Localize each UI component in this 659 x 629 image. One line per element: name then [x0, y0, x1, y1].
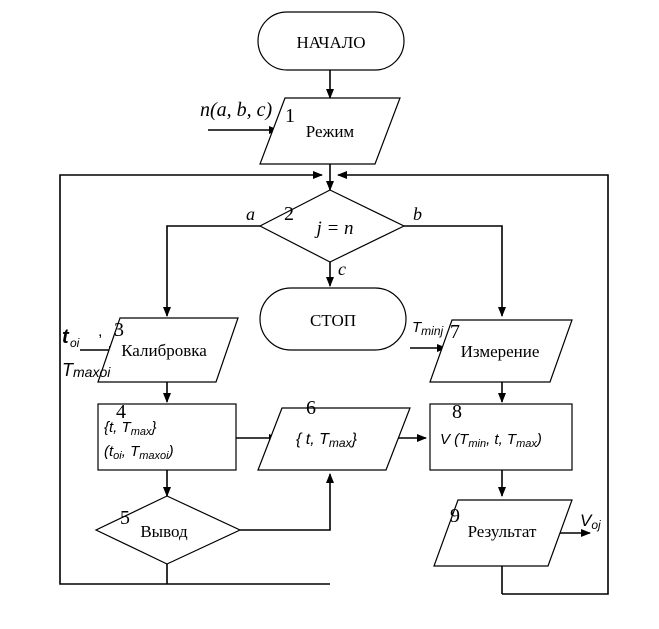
process-8-sub2: max	[516, 438, 537, 450]
process-4-line2-sub2: maxoi	[139, 450, 169, 462]
process-4-line1-b: }	[149, 419, 156, 436]
calib-input-T: T	[62, 360, 75, 380]
calibration-label: Калибровка	[121, 341, 207, 360]
process-8-number: 8	[452, 401, 462, 423]
measurement-input-block: 7 Измерение	[429, 319, 573, 383]
loop-left-return	[59, 171, 330, 585]
process-4-line2-sub1: oi	[113, 450, 122, 462]
mode-label: Режим	[306, 122, 355, 141]
decision-number: 2	[284, 203, 294, 225]
result-output-block: 9 Результат	[433, 499, 573, 567]
decision-label: j = n	[313, 218, 353, 239]
mode-number: 1	[285, 105, 295, 127]
calib-input-sep: ,	[98, 323, 102, 340]
branch-a-label: a	[246, 204, 255, 224]
process-8-b: , t, T	[486, 431, 518, 448]
result-label: Результат	[468, 522, 537, 541]
measurement-number: 7	[450, 321, 460, 343]
process-4-number: 4	[116, 401, 126, 423]
arrow-branch-b	[404, 225, 506, 317]
process-8-sub1: min	[468, 438, 486, 450]
output-6-number: 6	[306, 397, 316, 419]
meas-input-T: T	[412, 319, 423, 336]
process-8-label: V (Tmin, t, Tmax)	[440, 431, 542, 450]
process-4-line2-c: )	[167, 443, 174, 460]
meas-input-label: Tminj	[412, 319, 444, 338]
process-8-block: 8 V (Tmin, t, Tmax)	[429, 401, 573, 471]
arrow-output5-to-out6	[240, 473, 334, 531]
decision-block: 2 j = n	[258, 189, 406, 263]
process-4-line1-a: {t, T	[104, 419, 133, 436]
connectors	[59, 70, 609, 595]
output-6-label: { t, Tmax}	[296, 431, 358, 450]
process-4-block: 4 {t, Tmax} (toi, Tmaxoi)	[97, 401, 237, 471]
calibration-number: 3	[114, 319, 124, 341]
calib-input-t: t	[62, 326, 70, 348]
output-6-block: 6 { t, Tmax}	[257, 397, 411, 471]
process-4-line2: (toi, Tmaxoi)	[104, 443, 174, 462]
output-5-block: 5 Вывод	[94, 495, 242, 565]
process-8-c: )	[535, 431, 542, 448]
calibration-input-block: 3 Калибровка	[97, 317, 239, 383]
meas-input-sub: minj	[421, 324, 443, 338]
stop-label: СТОП	[310, 311, 356, 330]
result-number: 9	[450, 505, 460, 527]
loop-right-return	[337, 171, 609, 595]
arrow-branch-a	[163, 225, 260, 317]
mode-input-label: n(a, b, c)	[200, 99, 273, 121]
process-8-a: V (T	[440, 431, 470, 448]
process-4-line2-a: (t	[104, 443, 114, 460]
start-label: НАЧАЛО	[296, 33, 365, 52]
start-terminator: НАЧАЛО	[257, 11, 405, 71]
mode-input-block: 1 Режим	[259, 97, 401, 165]
calib-input-T-sub: maxoi	[73, 364, 111, 380]
stop-terminator: СТОП	[259, 287, 407, 351]
process-4-line2-b: , T	[122, 443, 141, 460]
process-4-line1: {t, Tmax}	[104, 419, 156, 438]
calib-input-t-sub: oi	[70, 336, 80, 350]
result-output-label: Voj	[580, 511, 601, 532]
output-6-b: }	[350, 431, 358, 448]
result-output-V: V	[580, 511, 593, 530]
output-6-a: { t, T	[296, 431, 330, 448]
branch-c-label: c	[338, 259, 346, 279]
output-6-sub: max	[329, 436, 353, 450]
result-output-sub: oj	[591, 518, 601, 532]
output-5-label: Вывод	[140, 522, 188, 541]
output-5-number: 5	[120, 507, 130, 529]
branch-b-label: b	[413, 204, 422, 224]
process-4-line1-sub: max	[131, 426, 152, 438]
measurement-label: Измерение	[461, 342, 540, 361]
